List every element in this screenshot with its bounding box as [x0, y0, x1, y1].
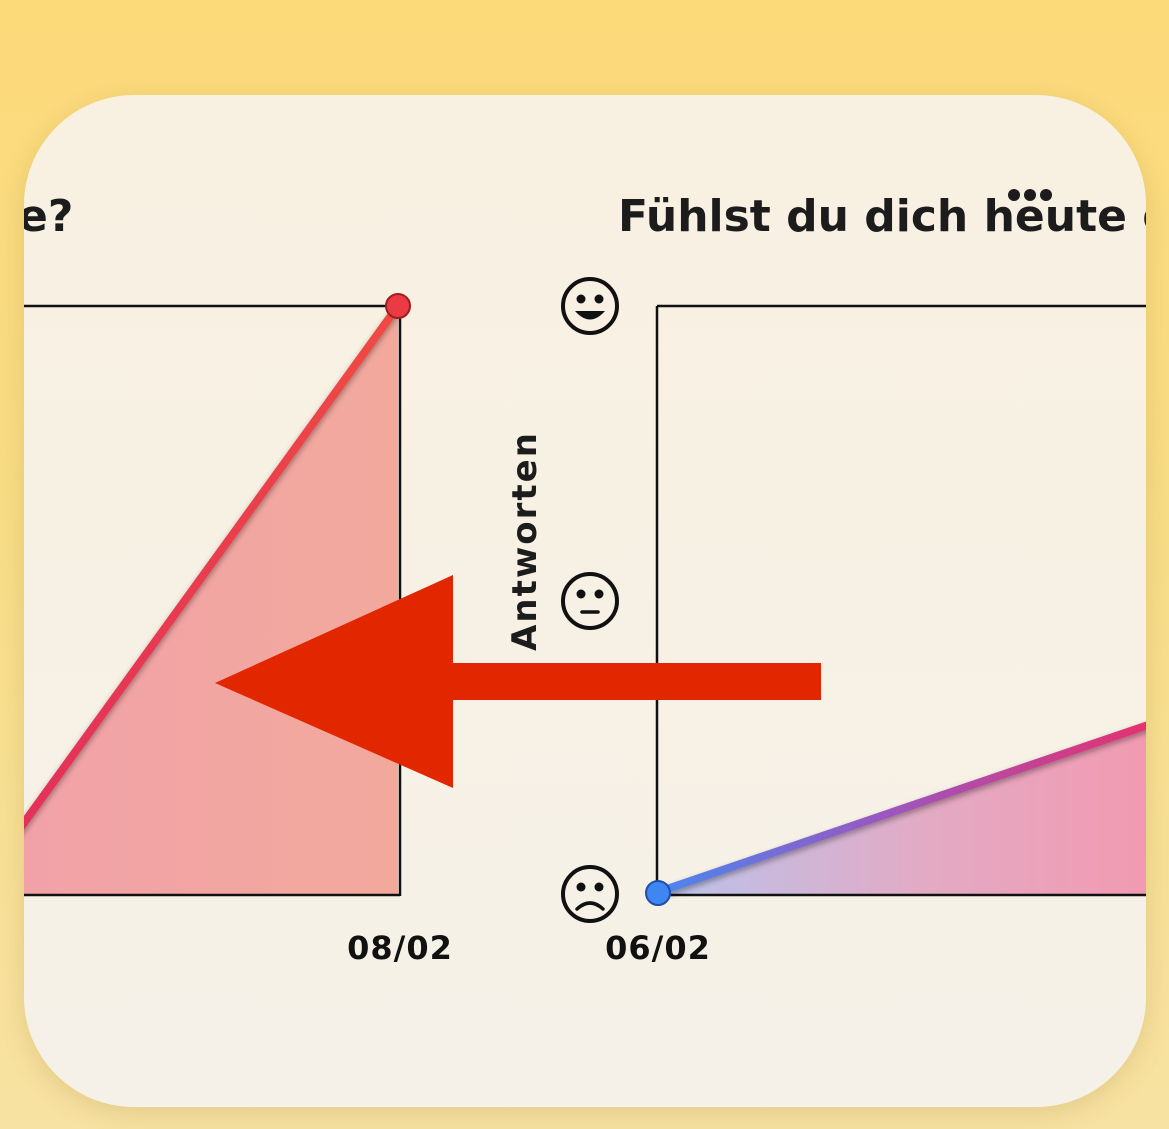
left-area-fill — [24, 306, 398, 895]
left-chart: e? 08/02 — [24, 191, 453, 967]
happy-face-icon — [561, 277, 619, 335]
right-series-line — [654, 721, 1146, 896]
right-chart: Fühlst du dich heute g 06/02 — [605, 189, 1146, 967]
left-series-line — [24, 302, 402, 830]
right-chart-title: Fühlst du dich heute g — [618, 191, 1146, 242]
right-x-tick-label: 06/02 — [605, 929, 711, 967]
mood-charts: e? 08/02 Antworten — [24, 189, 1146, 967]
neutral-face-icon — [561, 572, 619, 630]
more-dots-icon[interactable] — [1008, 189, 1052, 201]
y-axis-label: Antworten — [505, 431, 545, 651]
widget-card[interactable]: e? 08/02 Antworten — [24, 95, 1146, 1107]
left-x-tick-label: 08/02 — [347, 929, 453, 967]
left-arrow-icon — [215, 575, 821, 788]
right-data-point — [645, 880, 671, 906]
left-data-point — [385, 293, 411, 319]
sad-face-icon — [561, 865, 619, 923]
left-chart-title: e? — [24, 191, 73, 242]
